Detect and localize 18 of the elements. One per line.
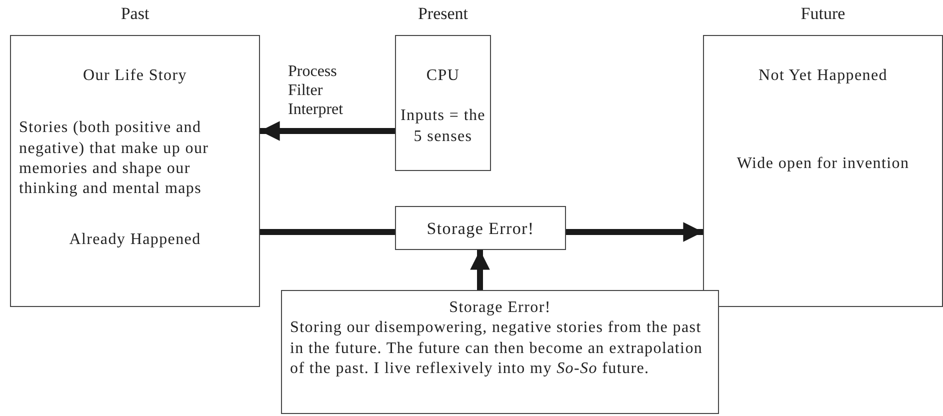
box-text: Storing our disempowering, negative stories from the past in the future. The future can then become an extrapolation of the past. I live reflexively into my So-So future.	[289, 318, 704, 379]
box-text: Already Happened	[68, 230, 202, 250]
arrow	[470, 250, 490, 290]
box-text: Inputs = the 5 senses	[400, 106, 486, 147]
box-text: Storage Error!	[448, 298, 552, 318]
box-text: Stories (both positive and negative) that make up our memories and shape our thinking and mental maps	[18, 118, 210, 200]
box-text: Storage Error!	[426, 218, 536, 240]
arrow	[566, 222, 703, 242]
text-box	[395, 206, 566, 250]
column-heading: Future	[800, 4, 846, 24]
box-text: Not Yet Happened	[758, 66, 888, 86]
arrow	[260, 121, 395, 141]
column-heading: Past	[120, 4, 150, 24]
box-text: Wide open for invention	[736, 154, 910, 174]
box-text: CPU	[425, 66, 461, 86]
column-heading: Present	[416, 4, 470, 24]
text-box	[281, 290, 719, 414]
box-text: Our Life Story	[82, 66, 188, 86]
